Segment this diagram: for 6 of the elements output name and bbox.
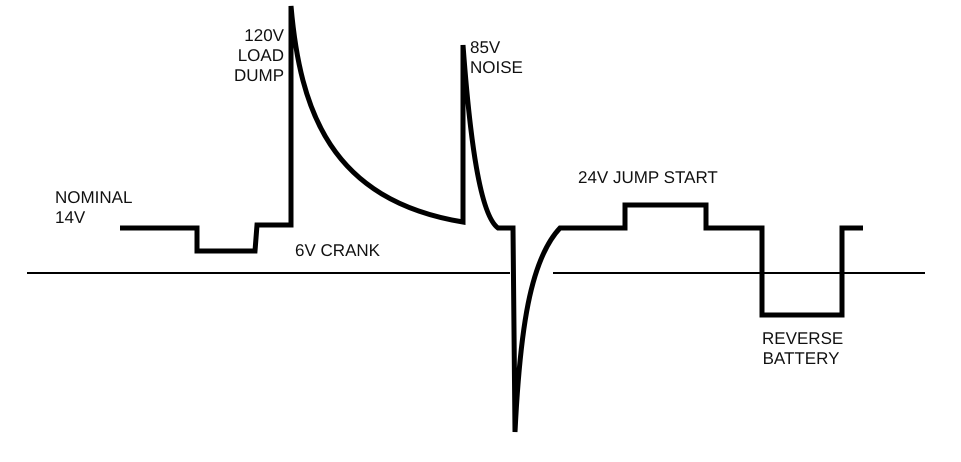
voltage-label: 6V CRANK	[295, 241, 380, 261]
voltage-label: NOMINAL 14V	[55, 188, 132, 228]
voltage-label: 85V NOISE	[470, 38, 523, 78]
voltage-label: 120V LOAD DUMP	[234, 26, 284, 86]
voltage-label: 24V JUMP START	[578, 168, 718, 188]
voltage-label: REVERSE BATTERY	[762, 329, 840, 369]
